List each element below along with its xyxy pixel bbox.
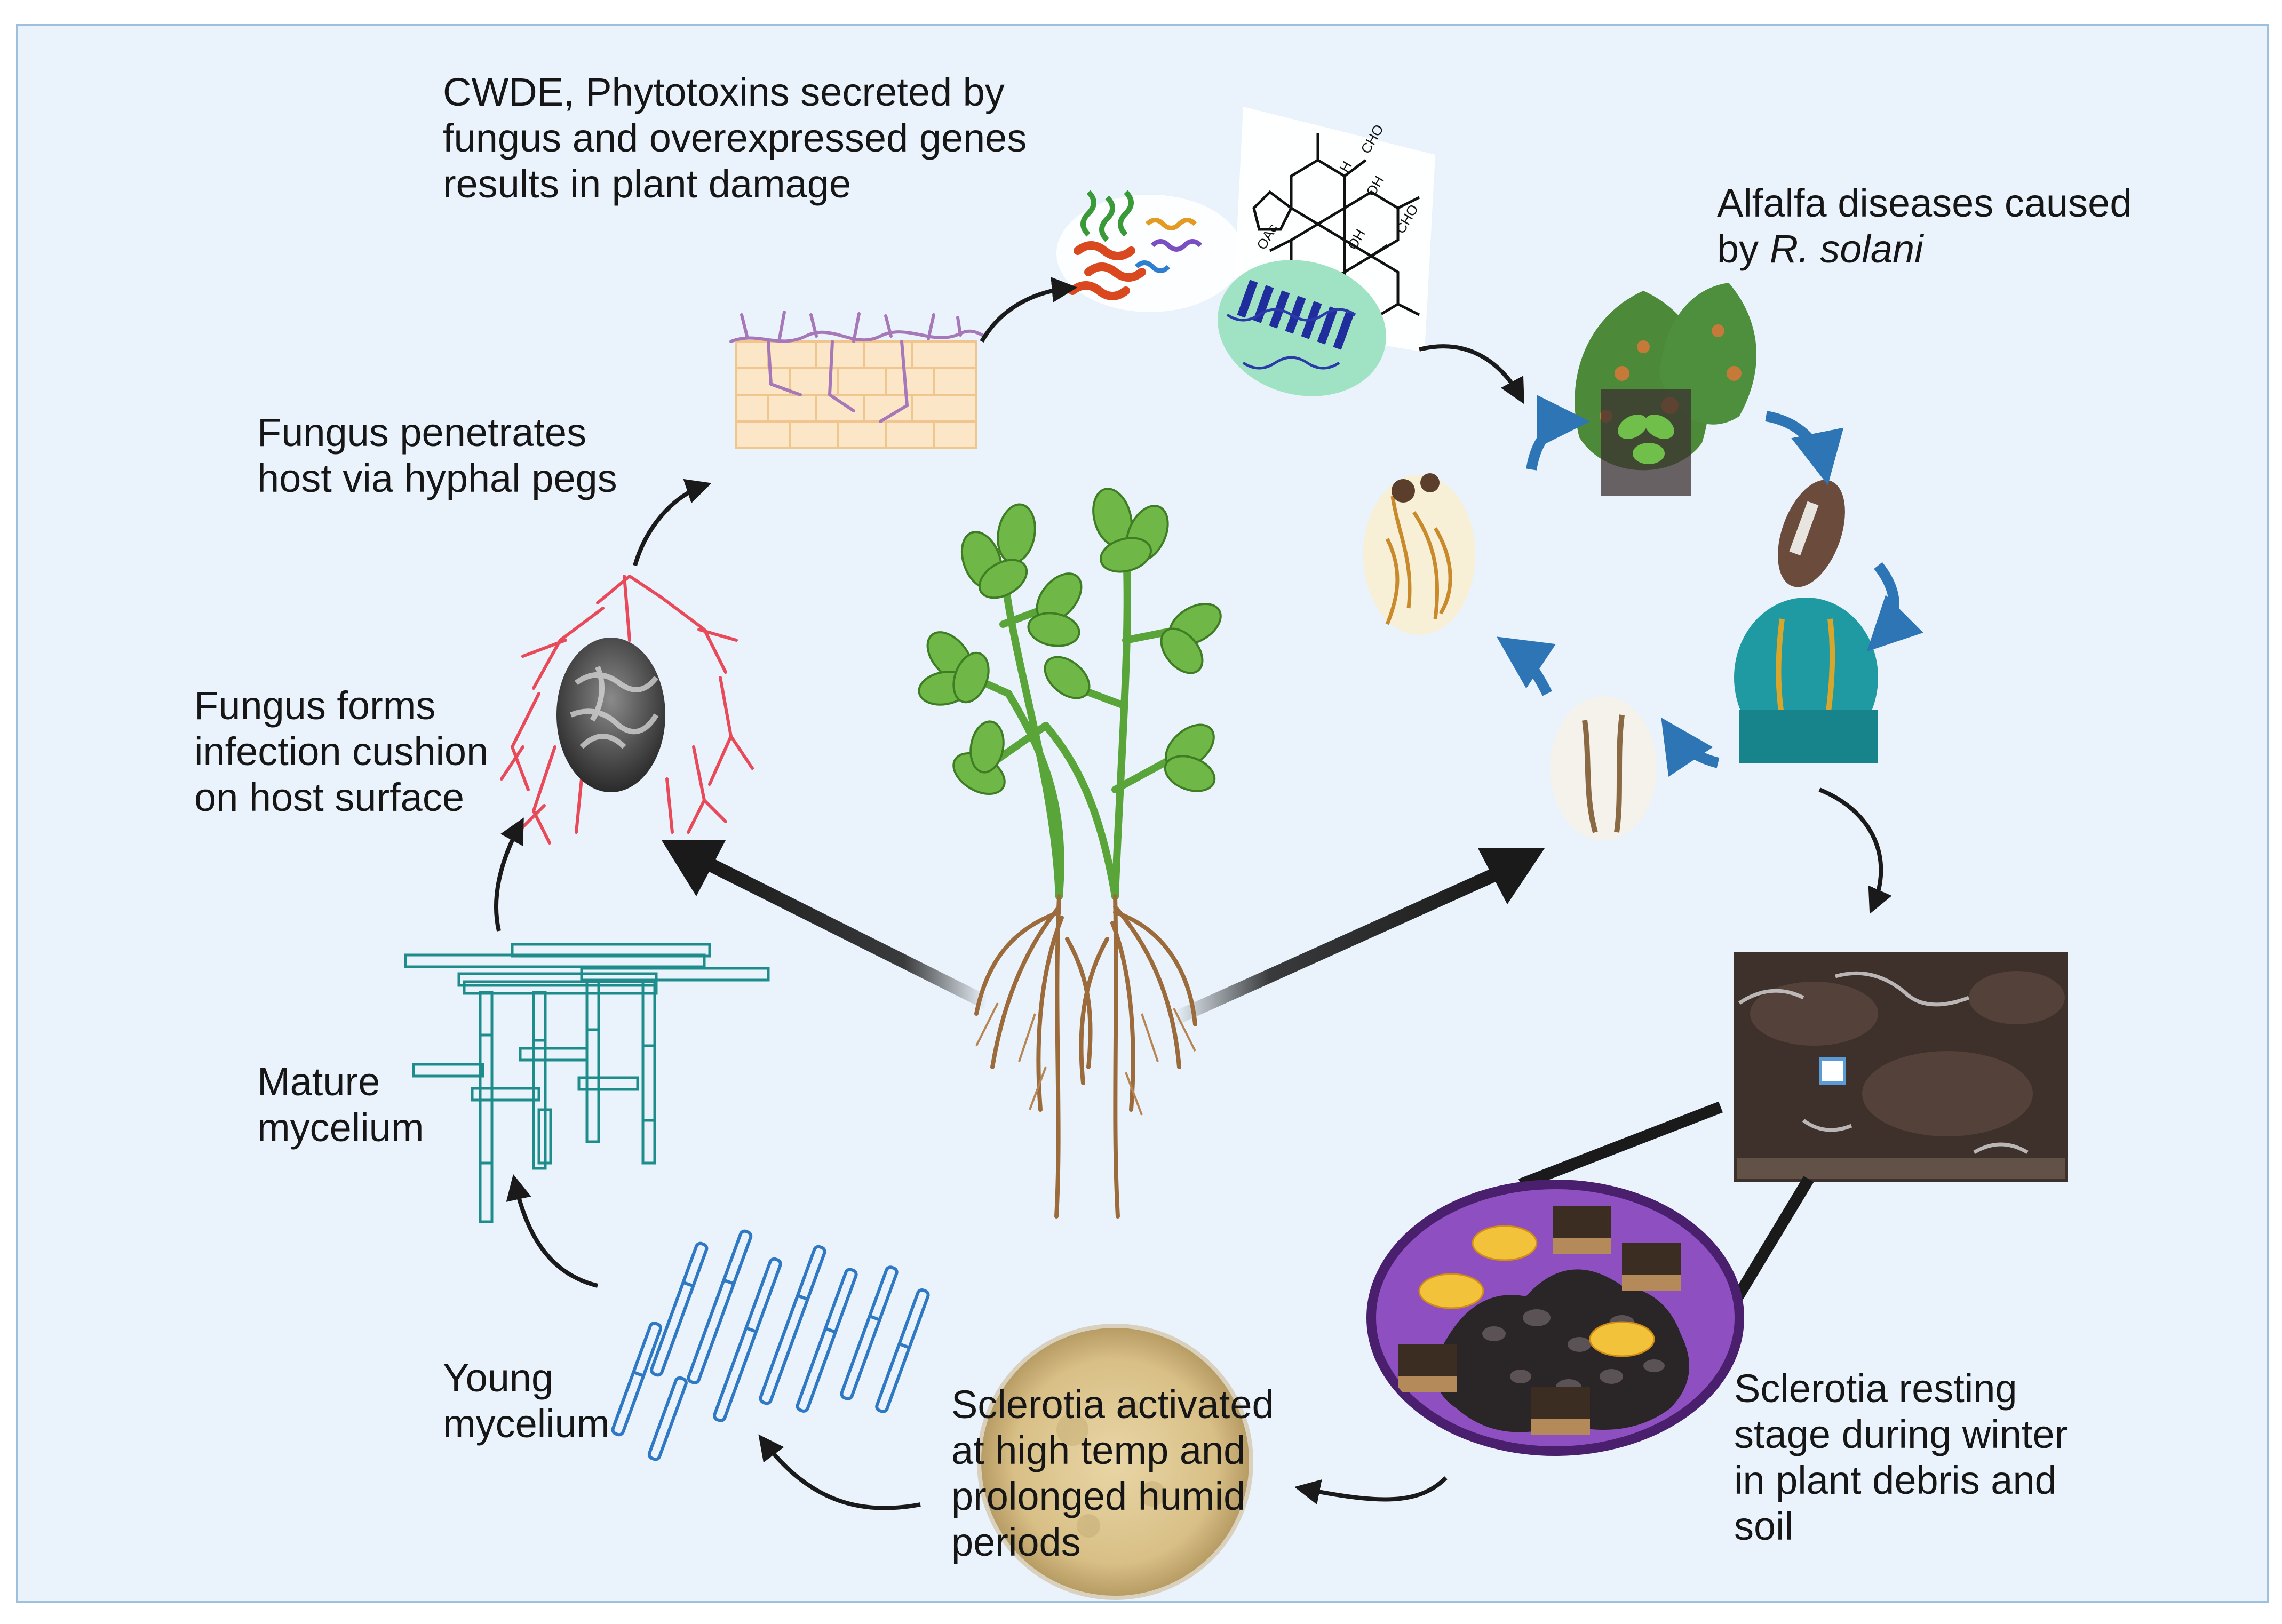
label-sclerotia-resting: Sclerotia resting stage during winter in…: [1734, 1366, 2068, 1549]
label-mature-line1: Mature: [257, 1060, 380, 1104]
diseased-leaf-icon: [1575, 283, 1757, 496]
alfalfa-plant-icon: [918, 488, 1222, 1219]
label-activated-line2: at high temp and: [951, 1428, 1246, 1472]
label-resting-line3: in plant debris and: [1734, 1458, 2057, 1502]
label-young-line2: mycelium: [443, 1402, 610, 1446]
sclerotia-soil-icon: [1366, 1180, 1744, 1456]
label-mature-mycelium: Mature mycelium: [257, 1059, 424, 1151]
big-arrow-right: [1171, 848, 1545, 1025]
label-cwde: CWDE, Phytotoxins secreted by fungus and…: [443, 69, 1027, 207]
disease-cycle-arrows: [1497, 395, 1923, 777]
label-alfalfa-diseases: Alfalfa diseases caused by R. solani: [1717, 180, 2132, 272]
label-activated-line1: Sclerotia activated: [951, 1382, 1274, 1427]
label-sclerotia-activated: Sclerotia activated at high temp and pro…: [951, 1382, 1274, 1565]
mature-mycelium-icon: [404, 943, 770, 1223]
label-cwde-line2: fungus and overexpressed genes: [443, 116, 1027, 160]
label-cushion-line3: on host surface: [194, 775, 464, 819]
infection-cushion-icon: [500, 575, 754, 845]
label-penetrates-line2: host via hyphal pegs: [257, 456, 617, 500]
cycle-arrows: [494, 277, 1892, 1510]
label-young-line1: Young: [443, 1356, 554, 1400]
young-mycelium-icon: [611, 1229, 930, 1461]
label-cwde-line1: CWDE, Phytotoxins secreted by: [443, 70, 1005, 114]
label-alfalfa-line2-prefix: by: [1717, 227, 1770, 271]
label-activated-line3: prolonged humid: [951, 1474, 1246, 1518]
gene-expression-icon: [1218, 260, 1386, 396]
label-resting-line1: Sclerotia resting: [1734, 1366, 2017, 1411]
host-tissue-icon: [729, 311, 986, 449]
soil-photo-icon: [1518, 952, 2068, 1417]
label-resting-line4: soil: [1734, 1504, 1794, 1548]
big-arrow-left: [662, 840, 990, 1009]
label-alfalfa-line2: by R. solani: [1717, 226, 2132, 272]
label-cushion-line1: Fungus forms: [194, 683, 436, 728]
label-resting-line2: stage during winter: [1734, 1412, 2068, 1456]
label-mature-line2: mycelium: [257, 1105, 424, 1150]
label-penetrates-line1: Fungus penetrates: [257, 410, 587, 455]
label-activated-line4: periods: [951, 1520, 1081, 1564]
label-cwde-line3: results in plant damage: [443, 162, 852, 206]
label-alfalfa-line1: Alfalfa diseases caused: [1717, 181, 2132, 225]
culture-dish-icon: [977, 1324, 1253, 1600]
label-young-mycelium: Young mycelium: [443, 1355, 609, 1447]
label-alfalfa-pathogen: R. solani: [1769, 227, 1923, 271]
diseased-root-icon: [1363, 473, 1475, 635]
protein-structure-icon: [1056, 190, 1243, 312]
label-infection-cushion: Fungus forms infection cushion on host s…: [194, 683, 488, 821]
stem-lesion-icon: [1550, 480, 1878, 840]
label-penetrates: Fungus penetrates host via hyphal pegs: [257, 410, 617, 501]
label-cushion-line2: infection cushion: [194, 729, 489, 774]
